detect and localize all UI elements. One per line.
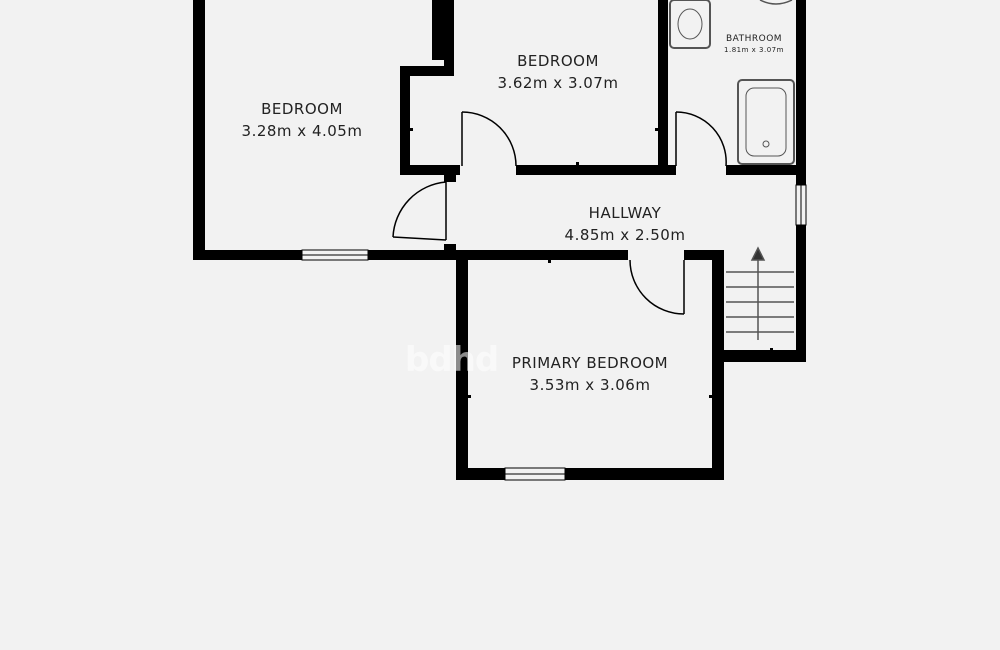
- room-name: BEDROOM: [261, 100, 343, 118]
- room-dimensions: 3.28m x 4.05m: [241, 122, 363, 140]
- room-name: BEDROOM: [517, 52, 599, 70]
- room-label-bedroom-top: BEDROOM 3.62m x 3.07m: [478, 50, 638, 94]
- wall-hallway-south: [452, 250, 722, 260]
- wall-stair-west: [712, 250, 724, 480]
- door-swings: [392, 111, 727, 315]
- wall-top-bedroom-west: [400, 66, 410, 174]
- room-label-hallway: HALLWAY 4.85m x 2.50m: [545, 202, 705, 246]
- bathroom-fixtures: [669, 0, 795, 165]
- basin: [759, 0, 793, 5]
- room-label-primary-bedroom: PRIMARY BEDROOM 3.53m x 3.06m: [480, 352, 700, 396]
- staircase: [726, 246, 794, 340]
- bathtub: [737, 79, 795, 165]
- wall-left-bedroom-east-upper: [432, 0, 444, 60]
- wall-stair-east: [796, 230, 806, 362]
- wall-left-bedroom-west: [193, 0, 205, 260]
- wall-top-bedroom-south: [400, 165, 800, 175]
- room-dimensions: 1.81m x 3.07m: [724, 46, 784, 54]
- room-name: BATHROOM: [725, 34, 783, 44]
- room-name: PRIMARY BEDROOM: [511, 354, 669, 372]
- room-dimensions: 4.85m x 2.50m: [564, 226, 686, 244]
- door-openings: [444, 165, 726, 260]
- room-name: HALLWAY: [588, 204, 662, 222]
- wall-top-bedroom-east: [658, 0, 668, 175]
- room-dimensions: 3.53m x 3.06m: [529, 376, 651, 394]
- wall-top-bedroom-notch: [400, 66, 454, 76]
- room-label-bathroom: BATHROOM 1.81m x 3.07m: [714, 33, 794, 55]
- wall-bathroom-east: [796, 0, 806, 270]
- room-label-bedroom-left: BEDROOM 3.28m x 4.05m: [222, 98, 382, 142]
- wall-primary-south: [456, 468, 724, 480]
- wall-stair-south: [712, 350, 806, 362]
- room-dimensions: 3.62m x 3.07m: [497, 74, 619, 92]
- watermark-logo: bdhd: [405, 340, 499, 380]
- toilet-vanity: [669, 0, 711, 49]
- wall-left-bedroom-east-nib: [444, 0, 454, 75]
- wall-primary-west: [456, 250, 468, 480]
